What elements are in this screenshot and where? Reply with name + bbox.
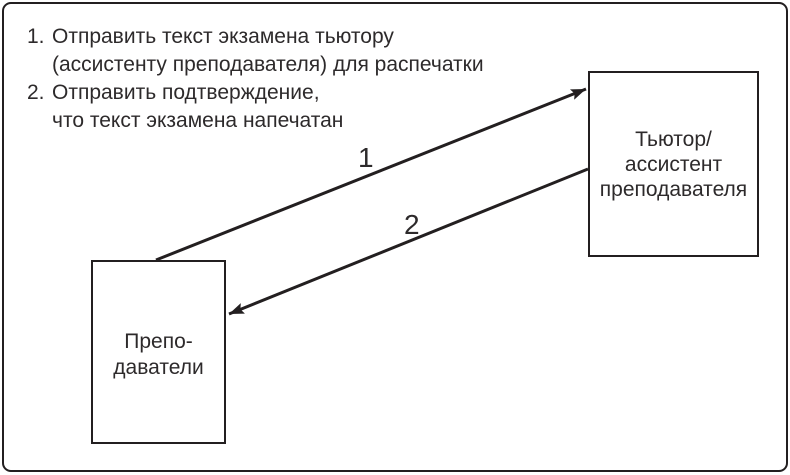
arrow-1-label: 1 [358, 142, 374, 173]
note-item-2: 2. Отправить подтверждение, что текст эк… [27, 79, 484, 135]
arrow-2-label: 2 [404, 209, 420, 240]
arrow-2-line [228, 167, 589, 316]
tutor-box-line-2: ассистент [624, 152, 723, 176]
note-2-line-1: Отправить подтверждение, [52, 81, 320, 104]
tutor-box-line-3: преподавателя [599, 177, 748, 201]
note-1-marker: 1. [27, 25, 45, 48]
note-item-1: 1. Отправить текст экзамена тьютору (асс… [27, 23, 484, 79]
teachers-box-line-1: Препо- [124, 330, 193, 353]
note-2-marker: 2. [27, 81, 45, 104]
note-1-line-2: (ассистенту преподавателя) для распечатк… [52, 53, 484, 76]
note-2-line-2: что текст экзамена напечатан [52, 109, 344, 132]
note-1-line-1: Отправить текст экзамена тьютору [52, 25, 394, 48]
tutor-box: Тьютор/ ассистент преподавателя [588, 71, 759, 257]
arrow-1-line [155, 87, 587, 262]
teachers-box-line-2: даватели [113, 356, 204, 379]
tutor-box-line-1: Тьютор/ [635, 127, 712, 151]
notes-list: 1. Отправить текст экзамена тьютору (асс… [27, 23, 484, 135]
teachers-box: Препо- даватели [91, 260, 226, 444]
